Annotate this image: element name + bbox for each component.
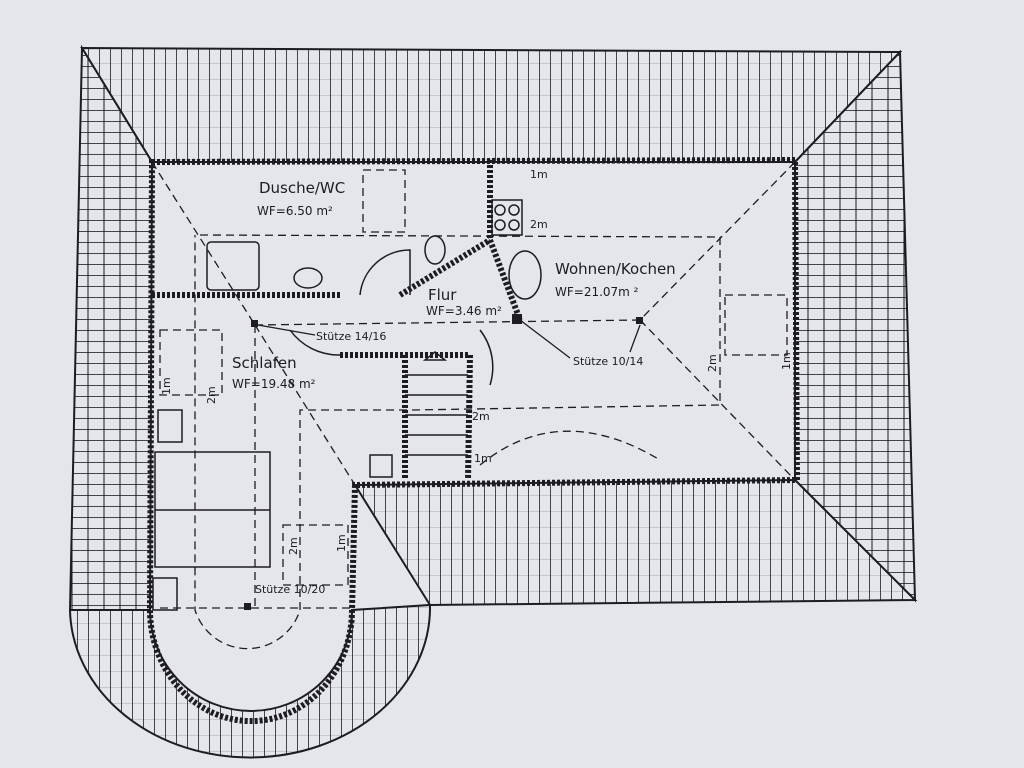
support-label: Stütze 10/14 xyxy=(573,355,643,368)
room-area-dusche-wc: WF=6.50 m² xyxy=(257,204,333,218)
height-lines xyxy=(151,161,796,650)
shower xyxy=(206,241,260,291)
supports xyxy=(244,314,643,610)
support-label: Stütze 14/16 xyxy=(316,330,386,343)
dimension-label: 2m xyxy=(472,410,490,423)
room-name-flur: Flur xyxy=(428,286,457,304)
dimension-label: 1m xyxy=(780,352,793,370)
support-post xyxy=(251,320,258,327)
dimension-label: 2m xyxy=(530,218,548,231)
dimension-label: 2m xyxy=(205,386,218,404)
room-name-wohnen-kochen: Wohnen/Kochen xyxy=(555,260,676,278)
room-area-flur: WF=3.46 m² xyxy=(426,304,502,318)
sink xyxy=(293,267,323,289)
kitchen-sink xyxy=(508,250,542,300)
support-label: Stütze 10/20 xyxy=(255,583,325,596)
dimension-label: 1m xyxy=(530,168,548,181)
dimension-label: 2m xyxy=(287,537,300,555)
room-area-wohnen-kochen: WF=21.07m ² xyxy=(555,285,639,299)
walls xyxy=(146,156,801,725)
dimension-label: 2m xyxy=(706,354,719,372)
room-name-schlafen: Schlafen xyxy=(232,354,297,372)
dimension-label: 1m xyxy=(335,534,348,552)
dimension-label: 1m xyxy=(474,452,492,465)
toilet xyxy=(424,235,446,265)
dimension-label: 1m xyxy=(160,377,173,395)
support-post xyxy=(512,314,522,324)
support-post xyxy=(244,603,251,610)
fixtures xyxy=(152,199,542,611)
roof xyxy=(68,44,918,759)
stove xyxy=(491,199,523,236)
stairs xyxy=(405,351,468,456)
support-post xyxy=(636,317,643,324)
room-name-dusche-wc: Dusche/WC xyxy=(259,179,345,197)
room-area-schlafen: WF=19.48 m² xyxy=(232,377,316,391)
